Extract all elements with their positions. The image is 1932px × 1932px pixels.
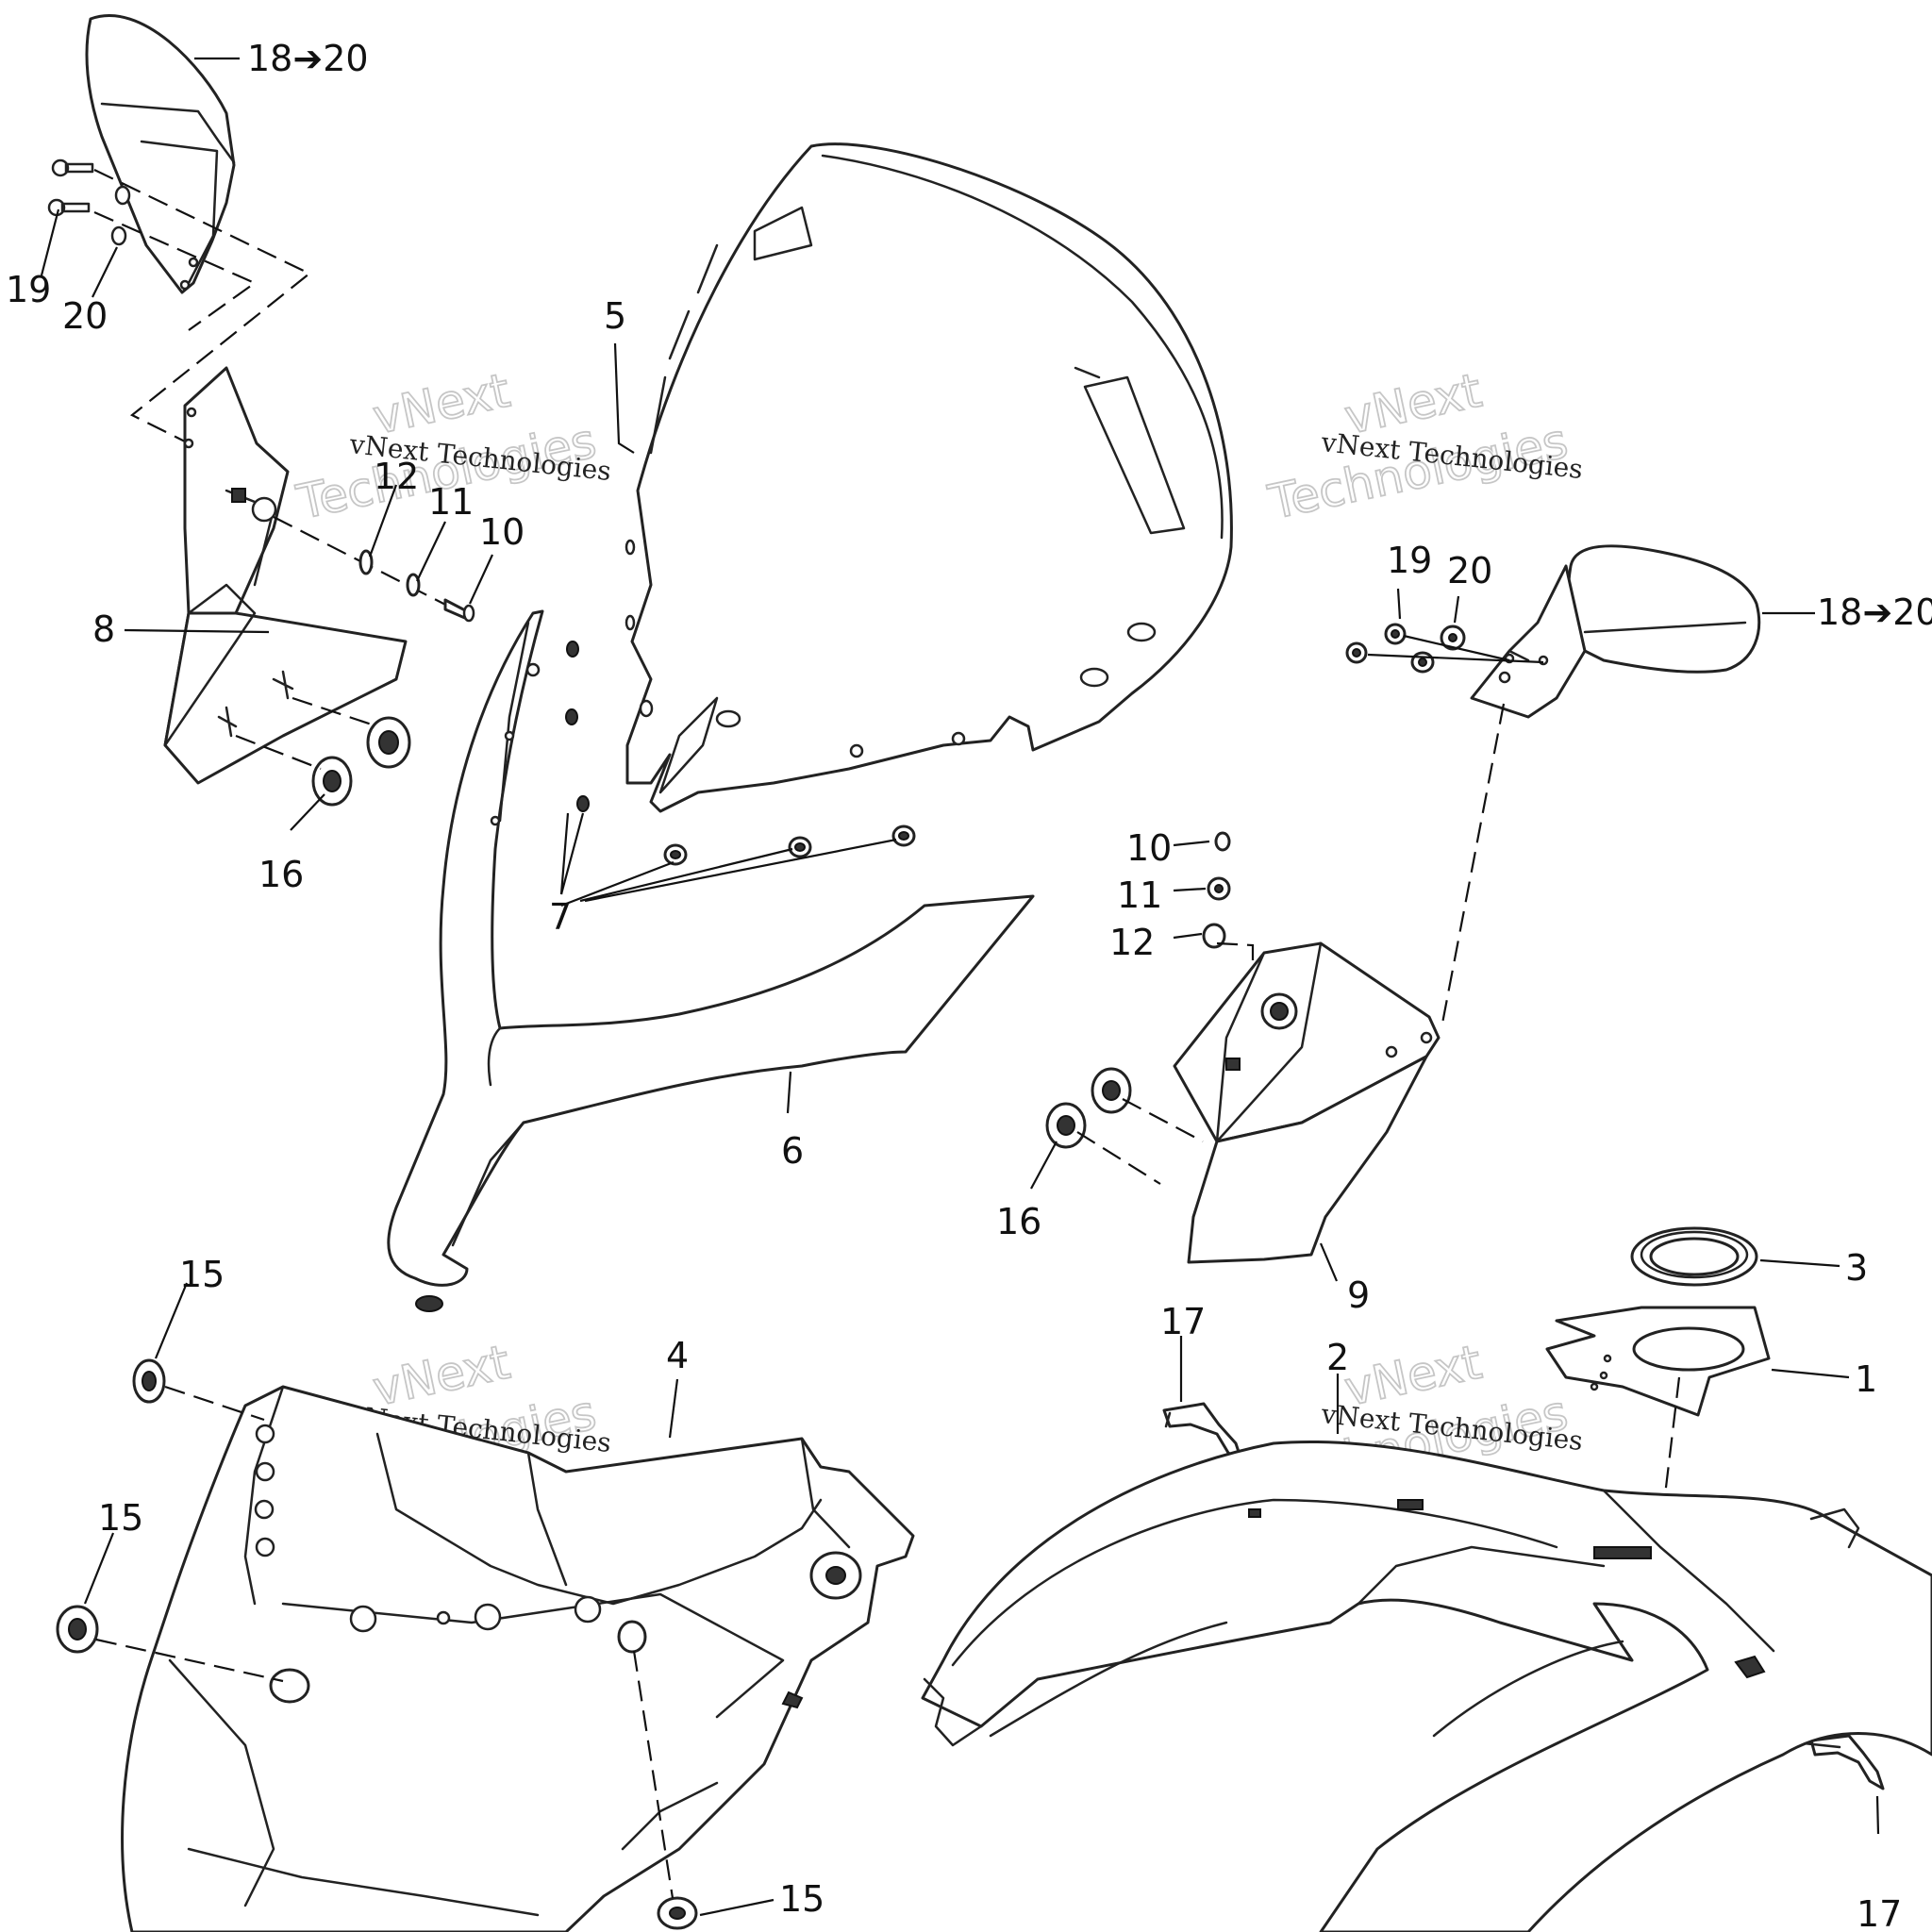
assembly-line xyxy=(93,169,312,444)
watermark-top-right: vNext Technologies vNext Technologies xyxy=(1263,362,1585,531)
callout-20-top: 20 xyxy=(62,295,108,337)
callout-11-left: 11 xyxy=(428,481,474,523)
callout-12-left: 12 xyxy=(374,456,419,497)
fastener-set-right xyxy=(1202,831,1255,991)
callout-5: 5 xyxy=(604,295,626,337)
callout-19-right: 19 xyxy=(1387,540,1432,581)
clip-top xyxy=(1162,1402,1243,1462)
callout-4: 4 xyxy=(666,1335,689,1376)
callout-3: 3 xyxy=(1845,1247,1868,1289)
callout-16-right: 16 xyxy=(996,1201,1041,1242)
lower-fairing xyxy=(921,1440,1932,1932)
callout-9: 9 xyxy=(1347,1274,1370,1316)
callout-6: 6 xyxy=(781,1130,804,1172)
grommets-left xyxy=(235,696,411,807)
cover-plate xyxy=(1545,1306,1771,1417)
callout-7: 7 xyxy=(549,896,572,938)
fasteners-7 xyxy=(663,824,916,866)
upper-fairing xyxy=(387,609,1035,1312)
callout-18-20-right: 18➔20 xyxy=(1817,591,1932,633)
callout-15-a: 15 xyxy=(179,1254,225,1295)
callout-1: 1 xyxy=(1855,1358,1877,1400)
screw-washer-set-right xyxy=(1345,623,1544,1029)
callout-10-left: 10 xyxy=(479,511,525,553)
callout-17-bottom: 17 xyxy=(1857,1893,1902,1932)
mirror-right xyxy=(1470,544,1761,719)
callout-16-left: 16 xyxy=(258,854,304,895)
callout-12-right: 12 xyxy=(1109,922,1155,963)
callout-19-top: 19 xyxy=(6,269,51,310)
side-panel-left xyxy=(163,366,408,785)
callout-17-top: 17 xyxy=(1160,1301,1206,1342)
windshield xyxy=(625,142,1233,813)
callout-15-b: 15 xyxy=(98,1497,143,1539)
callout-15-c: 15 xyxy=(779,1878,824,1920)
grommets-15 xyxy=(56,1358,698,1930)
side-panel-right xyxy=(1173,941,1441,1264)
leader-lines xyxy=(40,57,1880,1917)
fastener-set-left xyxy=(273,516,475,623)
trim-ring xyxy=(1630,1226,1758,1287)
callout-2: 2 xyxy=(1326,1337,1349,1378)
callouts: 18➔20 19 20 5 12 11 10 8 16 7 6 19 20 18… xyxy=(6,38,1932,1932)
mirror-left xyxy=(85,14,236,294)
screw-washer-set-top-left xyxy=(47,158,131,246)
assembly-line xyxy=(93,210,258,331)
callout-20-right: 20 xyxy=(1447,550,1492,591)
callout-8: 8 xyxy=(92,608,115,650)
callout-10-right: 10 xyxy=(1126,827,1172,869)
callout-18-20-top: 18➔20 xyxy=(247,38,369,79)
grommets-right xyxy=(1045,1067,1204,1185)
clip-bottom xyxy=(1802,1734,1885,1790)
callout-11-right: 11 xyxy=(1117,874,1162,916)
front-nose xyxy=(121,1385,915,1932)
